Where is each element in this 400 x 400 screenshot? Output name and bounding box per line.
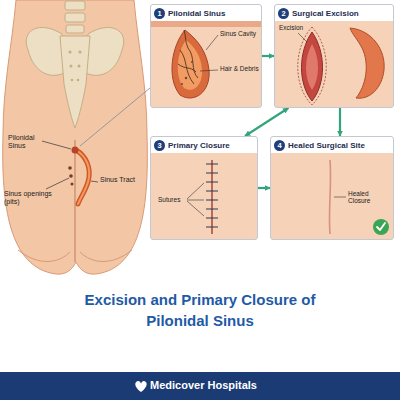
vertebra — [65, 13, 85, 22]
callout-number: 1 — [154, 8, 165, 19]
epidermis — [151, 21, 261, 27]
leader-line — [298, 33, 307, 42]
gluteal-cleft — [74, 140, 75, 262]
part-label: Excision — [279, 24, 319, 31]
callout-number: 2 — [278, 8, 289, 19]
sacral-foramen — [68, 50, 71, 53]
sinus-pit — [68, 166, 72, 170]
excised-tissue — [350, 28, 384, 98]
step-arrow — [262, 55, 274, 57]
skin-layer — [275, 21, 393, 107]
sinus-cross-section — [151, 21, 261, 107]
leader-line — [91, 181, 98, 182]
buttock-crease — [18, 250, 70, 262]
sacral-foramen — [78, 65, 81, 68]
excision-illustration — [275, 21, 393, 107]
title: Excision and Primary Closure of Pilonida… — [55, 289, 345, 331]
panel-heading: Surgical Excision — [292, 9, 359, 18]
closure-line — [211, 160, 213, 234]
hair-strand — [184, 30, 188, 48]
step-panel: 2Surgical ExcisionExcision — [274, 4, 394, 108]
cavity-inner — [178, 40, 202, 90]
panel-heading: Pilonidal Sinus — [168, 9, 225, 18]
step-arrow — [245, 108, 288, 136]
sacral-foramen — [78, 50, 81, 53]
sacral-foramen — [71, 79, 74, 82]
vertebra — [66, 25, 84, 33]
callout-number: 4 — [274, 140, 285, 151]
iliac-wing — [26, 27, 66, 75]
step-panel: 3Primary ClosureSutures — [150, 136, 258, 240]
part-label: Sutures — [158, 196, 198, 203]
sacrum-bone — [60, 36, 90, 128]
skin-layer — [271, 153, 393, 239]
leader-line — [200, 70, 218, 71]
sinus-tract-core — [76, 150, 89, 204]
check-mark — [377, 223, 385, 230]
logo-mark — [135, 381, 146, 392]
wound-inner — [306, 44, 318, 90]
healed-illustration — [271, 153, 393, 239]
sacral-foramen — [70, 65, 73, 68]
step-arrow — [258, 187, 270, 189]
suture-stitches — [206, 164, 218, 227]
leader-line — [42, 141, 71, 149]
sinus-pit — [71, 183, 74, 186]
sinus-pit — [69, 174, 73, 178]
hair-strand — [178, 64, 196, 72]
body-figure — [3, 0, 150, 274]
skin-layer — [151, 21, 261, 107]
part-label: Hair & Debris — [220, 65, 260, 72]
excision-wound — [302, 32, 323, 101]
step-panel: 1Pilonidal SinusSinus CavityHair & Debri… — [150, 4, 262, 108]
panel-heading: Primary Closure — [168, 141, 230, 150]
debris — [185, 77, 187, 79]
hair-strand — [180, 50, 194, 84]
sinus-tract — [76, 150, 89, 204]
anatomy-label: Sinus Tract — [100, 176, 136, 184]
skin-layer — [151, 153, 257, 239]
closure-illustration — [151, 153, 257, 239]
check-badge — [373, 219, 389, 235]
sinus-spot — [72, 147, 79, 154]
anatomy-label: Sinus openings (pits) — [4, 190, 64, 206]
buttock-crease — [80, 250, 132, 262]
skin-body — [3, 0, 148, 274]
step-arrow — [339, 108, 341, 136]
anatomy-label: Pilonidal Sinus — [8, 134, 52, 150]
part-label: Healed Closure — [348, 190, 392, 205]
sinus-cavity — [172, 30, 209, 98]
footer-brand: Medicover Hospitals — [150, 379, 350, 392]
debris — [191, 61, 193, 63]
callout-number: 3 — [154, 140, 165, 151]
excision-outline — [298, 27, 327, 105]
debris — [181, 83, 183, 85]
vertebra — [65, 1, 85, 10]
leader-line — [334, 197, 346, 198]
part-label: Sinus Cavity — [220, 30, 260, 37]
leader-line — [206, 35, 218, 50]
iliac-wing — [84, 27, 124, 75]
step-panel: 4Healed Surgical SiteHealed Closure — [270, 136, 394, 240]
panel-heading: Healed Surgical Site — [288, 141, 365, 150]
leader-line — [187, 183, 204, 216]
leader-line — [46, 178, 69, 189]
zoom-leader — [80, 88, 150, 146]
footer-bar — [0, 372, 400, 400]
healed-scar — [329, 160, 330, 234]
sacral-foramen — [77, 79, 80, 82]
hair-strand — [188, 48, 198, 78]
